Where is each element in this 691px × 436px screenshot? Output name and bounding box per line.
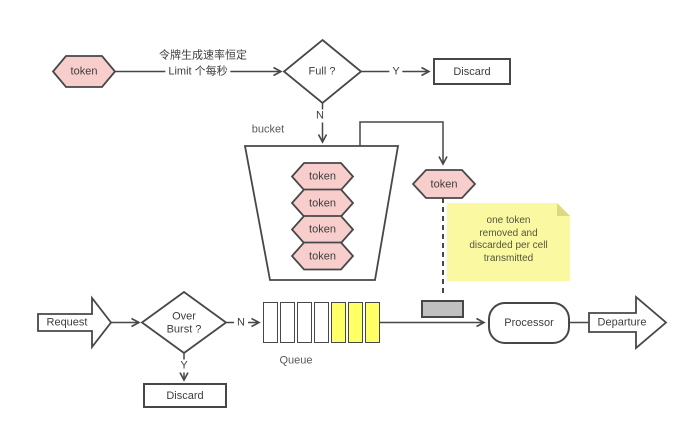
queue-cell [314, 302, 329, 343]
queue-cell [263, 302, 278, 343]
queue-cell [280, 302, 295, 343]
over-burst-label-2: Burst ? [166, 323, 202, 336]
note-fold-icon [557, 203, 570, 216]
bucket-token-label: token [309, 197, 336, 209]
rate-label-limit: Limit 个每秒 [165, 65, 231, 79]
full-decision-label: Full ? [308, 65, 336, 78]
bucket-token-label: token [309, 170, 336, 183]
token-source-hexagon [51, 55, 117, 88]
full-yes-label: Y [389, 65, 403, 79]
edge-bucket-to-removed-token [359, 121, 448, 166]
cell-block [421, 300, 464, 318]
bucket-token-hexagon [290, 241, 355, 271]
queue [263, 302, 380, 343]
full-no-label: N [313, 109, 327, 123]
processor-label: Processor [504, 317, 554, 329]
note-line: removed and [479, 227, 538, 239]
full-decision-diamond [282, 38, 363, 105]
discard-bottom-label: Discard [166, 389, 204, 402]
request-label: Request [46, 316, 88, 329]
token-source-label: token [70, 65, 98, 78]
queue-cell [331, 302, 346, 343]
bucket-token-label: token [309, 250, 336, 262]
removed-token-hexagon [411, 169, 477, 199]
queue-cell [348, 302, 363, 343]
departure-label: Departure [597, 316, 647, 329]
burst-yes-label: Y [177, 359, 191, 373]
departure-arrow-shape [588, 295, 668, 350]
queue-cell [297, 302, 312, 343]
processor-box: Processor [488, 302, 570, 344]
over-burst-label-1: Over [172, 310, 196, 322]
bucket-label: bucket [251, 123, 285, 136]
note-line: discarded per cell [469, 240, 548, 251]
note-line: one token [486, 215, 531, 226]
rate-label-cn: 令牌生成速率恒定 [159, 49, 247, 62]
over-burst-decision-diamond [140, 290, 228, 355]
queue-label: Queue [279, 354, 313, 367]
burst-no-label: N [234, 316, 248, 330]
discard-top-box: Discard [433, 58, 511, 85]
queue-cell [365, 302, 380, 343]
removed-token-label: token [430, 178, 458, 190]
discard-top-label: Discard [453, 65, 491, 78]
note-token-removal: one token removed and discarded per cell… [447, 203, 570, 281]
note-line: transmitted [483, 252, 534, 264]
discard-bottom-box: Discard [143, 383, 227, 408]
bucket-token-label: token [309, 223, 336, 236]
request-arrow-shape [37, 295, 113, 350]
